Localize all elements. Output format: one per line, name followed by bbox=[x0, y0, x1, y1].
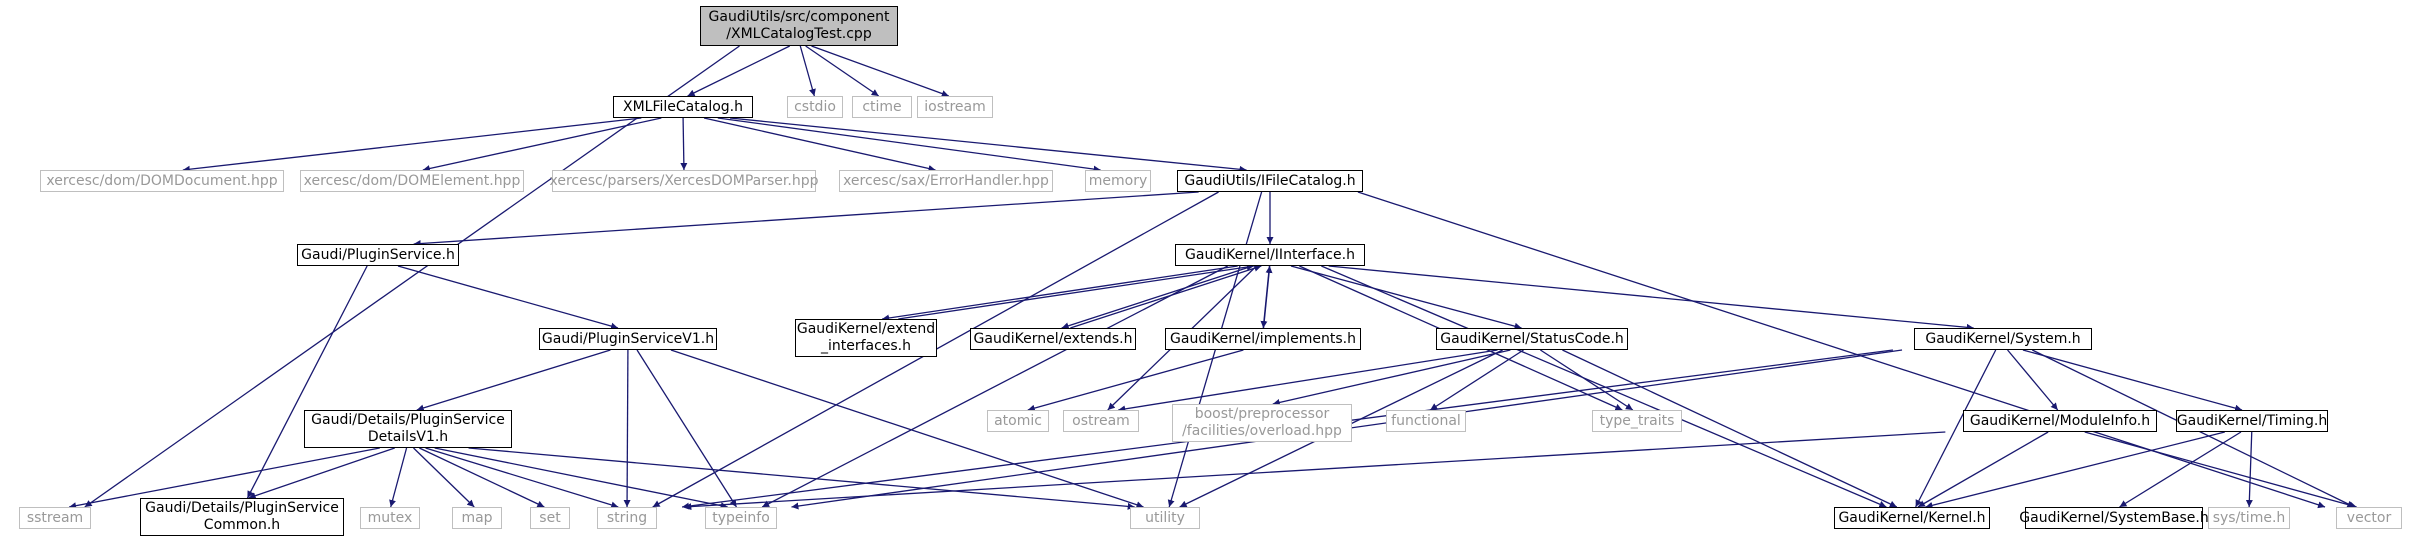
node-set: set bbox=[530, 507, 570, 529]
node-errorhandler-hpp: xercesc/sax/ErrorHandler.hpp bbox=[839, 170, 1053, 192]
node-type-traits: type_traits bbox=[1592, 410, 1682, 432]
node-pluginservice-h[interactable]: Gaudi/PluginService.h bbox=[297, 244, 459, 266]
edge-xmlfc-to-ifc bbox=[729, 117, 1247, 173]
node-ifilecatalog-h[interactable]: GaudiUtils/IFileCatalog.h bbox=[1177, 170, 1363, 192]
edge-timing-to-kernel bbox=[1925, 431, 2225, 509]
node-boost-overload-hpp: boost/preprocessor /facilities/overload.… bbox=[1172, 404, 1352, 442]
node-domdocument-hpp: xercesc/dom/DOMDocument.hpp bbox=[40, 170, 284, 192]
edge-modinfo-to-string bbox=[684, 431, 1946, 511]
edge-ps-to-psv1 bbox=[397, 265, 619, 330]
edge-psd-to-utility bbox=[468, 447, 1135, 510]
edge-iint-to-typeinfo bbox=[761, 265, 1228, 508]
node-iostream: iostream bbox=[917, 96, 993, 118]
edge-root-to-sstream bbox=[84, 45, 740, 508]
edge-timing-to-sysbase bbox=[2119, 431, 2242, 508]
node-functional: functional bbox=[1386, 410, 1466, 432]
edge-system-to-kernel bbox=[1915, 349, 1997, 508]
node-xercesdomparser-hpp: xercesc/parsers/XercesDOMParser.hpp bbox=[550, 170, 818, 192]
node-moduleinfo-h[interactable]: GaudiKernel/ModuleInfo.h bbox=[1963, 410, 2157, 432]
edge-root-to-ctime bbox=[805, 45, 880, 97]
edge-impl-to-atomic bbox=[1027, 349, 1244, 412]
node-sys-time-h: sys/time.h bbox=[2208, 507, 2290, 529]
node-xmlfilecatalog-h[interactable]: XMLFileCatalog.h bbox=[613, 96, 753, 118]
edge-modinfo-to-kernel bbox=[1917, 431, 2049, 508]
node-atomic: atomic bbox=[987, 410, 1049, 432]
edge-sc-to-tt bbox=[1540, 349, 1634, 411]
edge-root-to-xmlfc bbox=[687, 45, 791, 97]
node-string: string bbox=[597, 507, 657, 529]
node-systembase-h[interactable]: GaudiKernel/SystemBase.h bbox=[2019, 507, 2209, 529]
edge-system-to-modinfo bbox=[2007, 349, 2059, 411]
edge-sc-to-boost bbox=[1272, 349, 1511, 406]
edge-root-to-cstdio bbox=[799, 45, 816, 97]
edge-xmlfc-to-domdoc bbox=[182, 117, 642, 173]
node-pluginservicecommon-h[interactable]: Gaudi/Details/PluginService Common.h bbox=[140, 498, 344, 536]
node-typeinfo: typeinfo bbox=[705, 507, 777, 529]
node-utility: utility bbox=[1130, 507, 1200, 529]
edge-extends-to-iint bbox=[1070, 264, 1262, 329]
node-sstream: sstream bbox=[19, 507, 91, 529]
edge-psv1-to-string bbox=[623, 349, 631, 508]
node-pluginservicev1-h[interactable]: Gaudi/PluginServiceV1.h bbox=[539, 328, 717, 350]
edge-sc-to-ostream bbox=[1118, 349, 1498, 413]
node-extend-interfaces-h[interactable]: GaudiKernel/extend _interfaces.h bbox=[795, 319, 937, 357]
node-map: map bbox=[452, 507, 502, 529]
edge-timing-to-systime bbox=[2245, 431, 2253, 508]
node-vector: vector bbox=[2336, 507, 2402, 529]
node-memory: memory bbox=[1085, 170, 1151, 192]
edge-iint-to-sc bbox=[1290, 265, 1522, 330]
edge-root-to-iostream bbox=[811, 45, 949, 97]
node-xmlcatalogtest-cpp[interactable]: GaudiUtils/src/component /XMLCatalogTest… bbox=[700, 6, 898, 46]
edge-system-to-timing bbox=[2022, 349, 2243, 412]
edge-extint-to-iint bbox=[898, 263, 1254, 320]
node-extends-h[interactable]: GaudiKernel/extends.h bbox=[970, 328, 1136, 350]
node-implements-h[interactable]: GaudiKernel/implements.h bbox=[1165, 328, 1361, 350]
edge-xmlfc-to-xdp bbox=[680, 117, 688, 171]
edge-psd-to-map bbox=[413, 447, 475, 508]
node-timing-h[interactable]: GaudiKernel/Timing.h bbox=[2176, 410, 2328, 432]
edge-xmlfc-to-domel bbox=[422, 117, 662, 172]
node-pluginservicedetailsv1-h[interactable]: Gaudi/Details/PluginService DetailsV1.h bbox=[304, 410, 512, 448]
node-cstdio: cstdio bbox=[787, 96, 843, 118]
node-kernel-h[interactable]: GaudiKernel/Kernel.h bbox=[1834, 507, 1990, 529]
edge-psd-to-mutex bbox=[389, 447, 408, 508]
edge-psd-to-set bbox=[419, 447, 545, 508]
edge-ifc-to-ps bbox=[413, 191, 1199, 248]
edge-impl-to-iint bbox=[1262, 265, 1273, 329]
node-mutex: mutex bbox=[360, 507, 420, 529]
edge-psv1-to-psd bbox=[416, 349, 611, 412]
edge-psv1-to-utility bbox=[670, 349, 1144, 509]
edge-psd-to-string bbox=[425, 447, 619, 509]
edge-psv1-to-typeinfo bbox=[636, 349, 738, 508]
node-iinterface-h[interactable]: GaudiKernel/IInterface.h bbox=[1175, 244, 1365, 266]
edge-psd-to-sstream bbox=[68, 447, 380, 510]
node-domelement-hpp: xercesc/dom/DOMElement.hpp bbox=[300, 170, 524, 192]
edge-sc-to-kernel bbox=[1562, 349, 1898, 508]
node-system-h[interactable]: GaudiKernel/System.h bbox=[1914, 328, 2092, 350]
edge-iint-to-system bbox=[1328, 265, 1974, 331]
edge-iint-to-extends bbox=[1061, 265, 1253, 330]
edge-iint-to-extint bbox=[882, 265, 1238, 322]
edge-psd-to-psc bbox=[248, 447, 395, 500]
node-statuscode-h[interactable]: GaudiKernel/StatusCode.h bbox=[1436, 328, 1628, 350]
edge-psd-to-typeinfo bbox=[434, 447, 728, 510]
edge-ps-to-psc bbox=[246, 265, 368, 499]
edge-xmlfc-to-errh bbox=[703, 117, 936, 172]
node-ctime: ctime bbox=[852, 96, 912, 118]
edge-modinfo-to-vector bbox=[2084, 431, 2357, 509]
edge-sc-to-functional bbox=[1429, 349, 1524, 411]
node-ostream: ostream bbox=[1063, 410, 1139, 432]
edge-iint-to-kernel bbox=[1321, 265, 1887, 508]
edge-xmlfc-to-memory bbox=[717, 117, 1101, 173]
